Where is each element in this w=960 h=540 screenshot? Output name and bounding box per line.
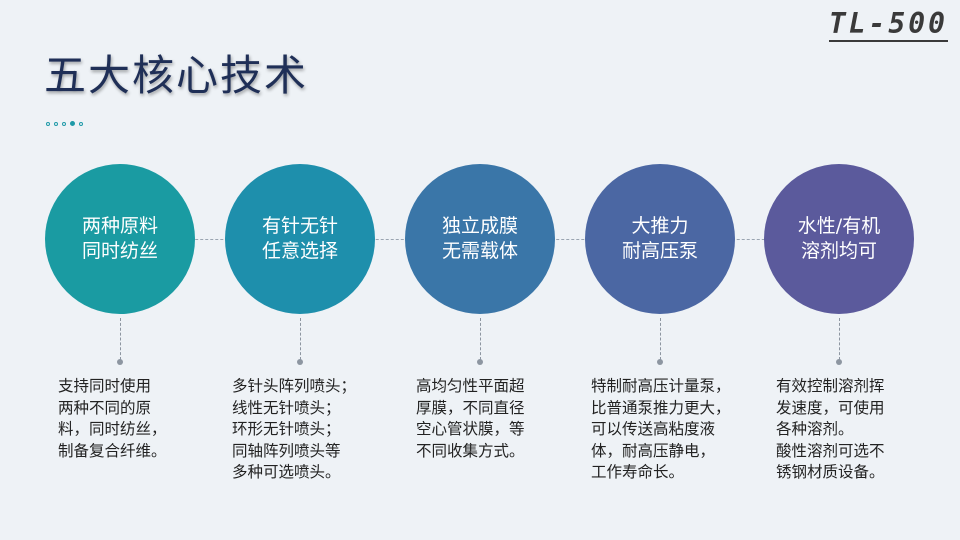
description-line: 线性无针喷头；: [232, 398, 341, 417]
description-line: 特制耐高压计量泵，: [591, 377, 731, 395]
feature-heading-line: 有针无针: [261, 215, 338, 237]
feature-circle-2: 有针无针 任意选择: [225, 164, 375, 314]
feature-circle-3: 独立成膜 无需载体: [405, 164, 555, 314]
feature-heading-line: 无需载体: [441, 240, 518, 262]
description-line: 发速度，可使用: [776, 398, 885, 417]
feature-stem-5: [839, 318, 840, 360]
description-line: 空心管状膜，等: [416, 420, 525, 438]
description-line: 高均匀性平面超: [416, 377, 525, 395]
description-line: 料，同时纺丝，: [58, 420, 167, 438]
feature-description-4: 特制耐高压计量泵， 比普通泵推力更大， 可以传送高粘度液 体，耐高压静电， 工作…: [591, 376, 751, 484]
description-line: 各种溶剂。: [776, 420, 854, 438]
decoration-dot-active: [70, 121, 75, 126]
feature-heading-line: 耐高压泵: [621, 240, 698, 262]
feature-knob-1: [117, 359, 123, 365]
feature-stem-2: [300, 318, 301, 360]
feature-stem-1: [120, 318, 121, 360]
feature-description-3: 高均匀性平面超 厚膜，不同直径 空心管状膜，等 不同收集方式。: [416, 376, 554, 462]
description-line: 同轴阵列喷头等: [232, 441, 341, 460]
description-line: 制备复合纤维。: [58, 441, 167, 460]
page-title: 五大核心技术: [44, 51, 309, 100]
feature-stem-3: [480, 318, 481, 360]
model-label: TL-500: [828, 7, 948, 42]
feature-stem-4: [660, 318, 661, 360]
description-line: 厚膜，不同直径: [416, 398, 525, 417]
feature-heading-line: 同时纺丝: [81, 240, 158, 262]
feature-description-2: 多针头阵列喷头； 线性无针喷头； 环形无针喷头； 同轴阵列喷头等 多种可选喷头。: [232, 376, 372, 484]
decoration-dot: [46, 121, 50, 126]
description-line: 酸性溶剂可选不: [776, 441, 885, 460]
feature-heading-line: 独立成膜: [441, 215, 518, 237]
feature-circle-5: 水性/有机 溶剂均可: [764, 164, 914, 314]
feature-heading-line: 两种原料: [81, 215, 158, 237]
feature-heading-line: 大推力: [631, 215, 689, 237]
feature-heading-line: 溶剂均可: [800, 240, 877, 262]
description-line: 不同收集方式。: [416, 441, 525, 460]
decoration-dot: [79, 121, 83, 126]
feature-description-5: 有效控制溶剂挥 发速度，可使用 各种溶剂。 酸性溶剂可选不 锈钢材质设备。: [776, 376, 914, 484]
decoration-dot: [62, 121, 66, 126]
description-line: 多针头阵列喷头；: [232, 377, 357, 395]
feature-knob-5: [836, 359, 842, 365]
description-line: 环形无针喷头；: [232, 420, 341, 438]
description-line: 两种不同的原: [58, 398, 152, 417]
description-line: 锈钢材质设备。: [776, 463, 885, 481]
decoration-dot: [54, 121, 58, 126]
feature-knob-2: [297, 359, 303, 365]
title-decoration-dots: [46, 121, 83, 126]
feature-heading-line: 任意选择: [261, 240, 338, 262]
description-line: 支持同时使用: [58, 377, 152, 395]
description-line: 多种可选喷头。: [232, 463, 341, 481]
description-line: 体，耐高压静电，: [591, 441, 716, 460]
feature-circle-4: 大推力 耐高压泵: [585, 164, 735, 314]
description-line: 比普通泵推力更大，: [591, 398, 731, 417]
feature-heading-line: 水性/有机: [797, 215, 881, 237]
description-line: 可以传送高粘度液: [591, 420, 716, 438]
description-line: 工作寿命长。: [591, 463, 685, 481]
feature-knob-4: [657, 359, 663, 365]
feature-circle-1: 两种原料 同时纺丝: [45, 164, 195, 314]
feature-knob-3: [477, 359, 483, 365]
description-line: 有效控制溶剂挥: [776, 377, 885, 395]
feature-description-1: 支持同时使用 两种不同的原 料，同时纺丝， 制备复合纤维。: [58, 376, 196, 462]
